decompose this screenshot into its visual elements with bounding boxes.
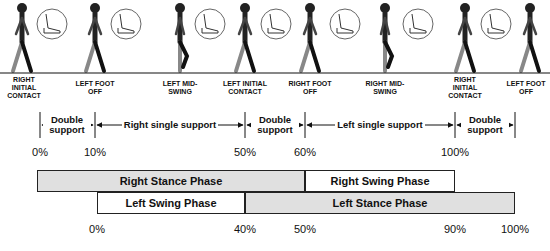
percent-label: 0% [89,223,105,235]
event-label: LEFT MID-SWING [157,80,203,95]
event-label: LEFT FOOT OFF [506,80,546,95]
event-label: RIGHT INITIAL CONTACT [2,76,46,99]
event-label: RIGHT INITIAL CONTACT [443,76,487,99]
phase-label: Left Stance Phase [333,197,428,209]
walking-figures [13,3,539,71]
support-label: Double support [251,115,299,136]
percent-label: 100% [441,146,469,158]
support-label: Double support [461,115,509,136]
percent-label: 100% [501,223,529,235]
phase-bar: Left Swing Phase [97,192,245,214]
phase-ticks [40,112,515,138]
event-label: LEFT INITIAL CONTACT [223,80,267,95]
event-label: LEFT FOOT OFF [73,80,117,95]
phase-bar: Right Swing Phase [305,170,455,192]
percent-label: 0% [32,146,48,158]
support-label: Right single support [122,120,218,130]
percent-label: 40% [234,223,256,235]
phase-label: Right Swing Phase [330,175,429,187]
percent-label: 10% [84,146,106,158]
phase-bar: Left Stance Phase [245,192,515,214]
percent-label: 90% [444,223,466,235]
ground-line [0,72,550,73]
phase-label: Right Stance Phase [120,175,223,187]
percent-label: 50% [294,223,316,235]
event-label: RIGHT FOOT OFF [288,80,332,95]
support-label: Left single support [335,120,425,130]
phase-bar: Right Stance Phase [37,170,305,192]
phase-label: Left Swing Phase [125,197,216,209]
support-label: Double support [43,115,91,136]
event-label: RIGHT MID-SWING [362,80,408,95]
percent-label: 50% [234,146,256,158]
percent-label: 60% [294,146,316,158]
foot-insets [37,9,511,39]
